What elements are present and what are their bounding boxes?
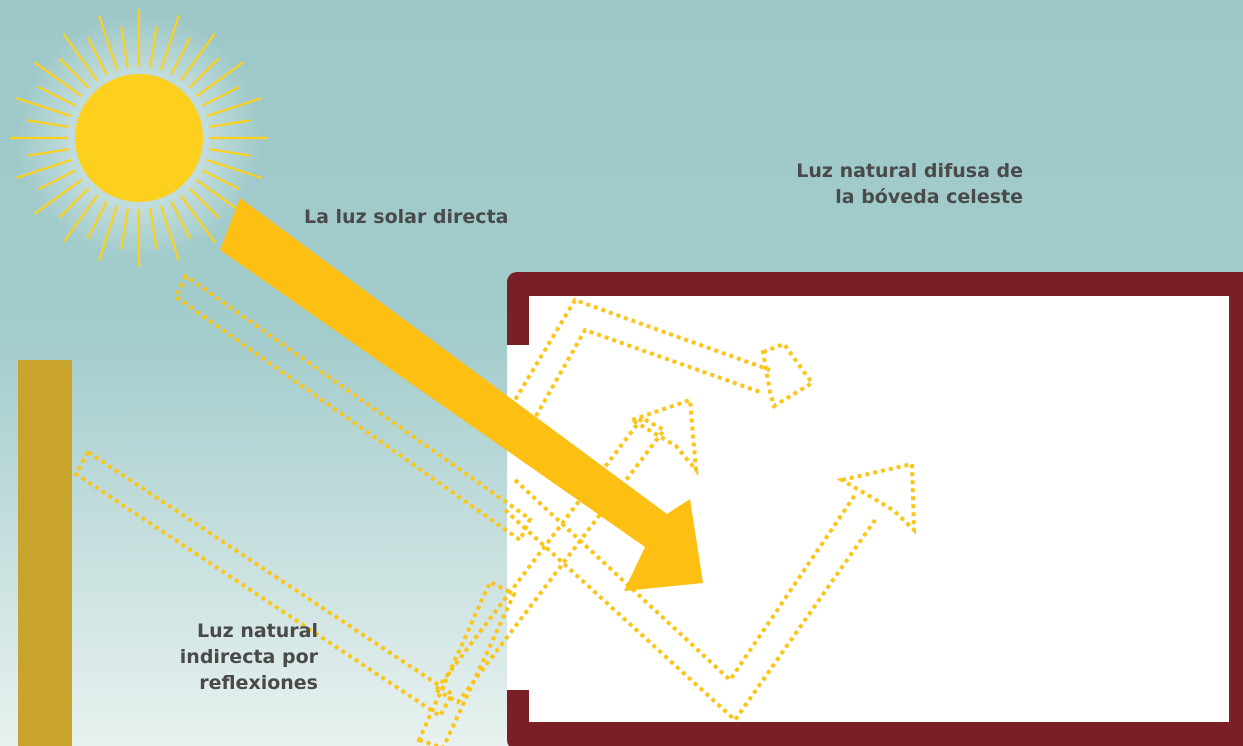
sun-ray bbox=[206, 97, 262, 117]
sun-ray bbox=[180, 33, 216, 81]
ceiling-bounce-up bbox=[501, 297, 771, 422]
sun-ray bbox=[16, 159, 72, 179]
sun-ray bbox=[170, 37, 191, 75]
sun-ray bbox=[58, 187, 90, 219]
sun-ray bbox=[149, 208, 158, 250]
sun-ray bbox=[188, 187, 220, 219]
reflected-beam-upper bbox=[173, 272, 533, 544]
sun-ray bbox=[196, 179, 244, 215]
sun-ray bbox=[98, 15, 118, 71]
neighbor-wall bbox=[18, 360, 72, 746]
label-diffuse-skylight: Luz natural difusa de la bóveda celeste bbox=[735, 158, 1023, 210]
sun-ray bbox=[160, 205, 180, 261]
arrow-head-ceiling bbox=[760, 341, 815, 410]
sun-ray bbox=[196, 61, 244, 97]
sun-ray bbox=[188, 57, 220, 89]
sun-ray bbox=[34, 179, 82, 215]
sun-ray bbox=[87, 37, 108, 75]
sun-ray bbox=[38, 169, 76, 190]
sun-ray bbox=[62, 195, 98, 243]
reflected-beam-up-1 bbox=[433, 415, 667, 705]
arrow-head-mid bbox=[627, 397, 699, 477]
label-direct-sunlight: La luz solar directa bbox=[304, 206, 509, 228]
sun-ray bbox=[209, 148, 251, 157]
sun-ray bbox=[87, 201, 108, 239]
sun-ray bbox=[206, 159, 262, 179]
floor-bounce bbox=[503, 508, 877, 724]
indirect-rays bbox=[73, 272, 917, 746]
sun-ray bbox=[62, 33, 98, 81]
sun-ray bbox=[202, 169, 240, 190]
label-diffuse-line-1: Luz natural difusa de bbox=[796, 160, 1023, 182]
sun-ray bbox=[16, 97, 72, 117]
label-indirect-line-3: reflexiones bbox=[199, 672, 318, 694]
floor-bounce-2 bbox=[513, 478, 857, 684]
sun-ray bbox=[180, 195, 216, 243]
sun-ray bbox=[34, 61, 82, 97]
label-diffuse-line-2: la bóveda celeste bbox=[835, 186, 1023, 208]
sun-ray bbox=[120, 26, 129, 69]
sun-ray bbox=[120, 208, 129, 250]
sun-ray bbox=[27, 119, 70, 128]
arrow-head-right bbox=[836, 461, 917, 535]
direct-sunlight-arrow bbox=[220, 198, 703, 591]
sun-icon bbox=[9, 8, 269, 268]
reflected-beam-up-2 bbox=[416, 579, 517, 746]
sun-ray bbox=[160, 15, 180, 71]
label-indirect-line-1: Luz natural bbox=[197, 620, 318, 642]
sun-ray bbox=[58, 57, 90, 89]
sun-ray bbox=[38, 86, 76, 107]
sun-ray bbox=[98, 205, 118, 261]
label-indirect-light: Luz natural indirecta por reflexiones bbox=[118, 618, 318, 696]
sun-ray bbox=[209, 119, 251, 128]
sun-ray bbox=[170, 201, 191, 239]
reflected-beam-lower bbox=[73, 449, 455, 719]
label-indirect-line-2: indirecta por bbox=[179, 646, 318, 668]
sun-ray bbox=[149, 26, 158, 69]
sun-ray bbox=[27, 148, 70, 157]
sun-ray bbox=[202, 86, 240, 107]
ceiling-bounce-up-2 bbox=[526, 327, 761, 431]
